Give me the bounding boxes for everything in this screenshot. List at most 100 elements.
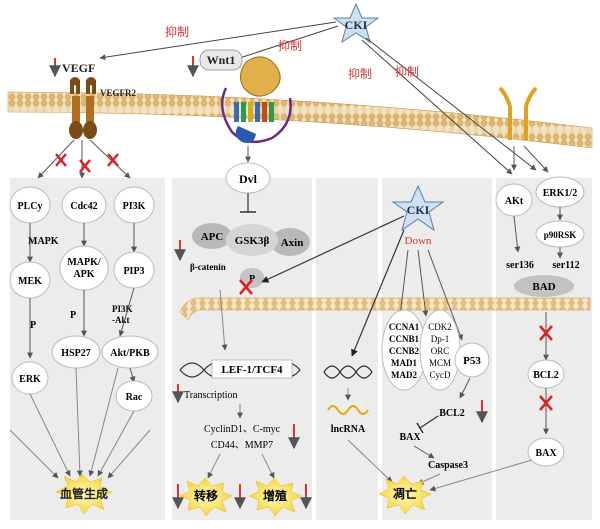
- erk-to-outcome-arrow: [29, 393, 71, 477]
- side-left-to-outcome-arrow: [9, 429, 59, 479]
- panel-lncrna-bg: [316, 178, 378, 520]
- gene-cdk2: CDK2: [428, 322, 452, 332]
- gene-mad1: MAD1: [391, 358, 417, 368]
- wnt1-badge: [199, 49, 243, 71]
- node-erk12: ERK1/2: [535, 176, 585, 208]
- down-label: Down: [405, 235, 432, 247]
- cki-to-lncrna-arrow: [351, 229, 405, 357]
- apoptosis-label: 凋亡: [393, 486, 417, 501]
- axin-label: Axin: [281, 237, 304, 249]
- targets-to-proliferation-arrow: [261, 453, 275, 479]
- pip3-to-akt-arrow: [118, 287, 135, 337]
- cki-label: CKI: [345, 18, 368, 32]
- p-mid-label: P: [70, 310, 76, 321]
- pi3k-akt-label-2: -Akt: [112, 315, 130, 325]
- receptor-to-erk-arrow: [523, 145, 549, 173]
- gene-ccna1: CCNA1: [389, 322, 420, 332]
- bcatenin-label: β-catenin: [190, 262, 226, 272]
- pip3-label: PIP3: [123, 266, 144, 277]
- lncrna-to-apoptosis-arrow: [347, 439, 393, 483]
- inhibit-label-2: 抑制: [278, 38, 302, 53]
- dvl-binding-icon: [235, 126, 256, 143]
- akt-to-outcome-arrow: [88, 367, 119, 477]
- vegfr2-label: VEGFR2: [100, 88, 137, 98]
- gene-cycd: CycD: [430, 370, 451, 380]
- bcl2-inhibit-line: [419, 415, 439, 429]
- ser112-label: ser112: [552, 260, 579, 271]
- node-akt-pkb: Akt/PKB: [101, 335, 159, 369]
- plcy-label: PLCy: [18, 201, 43, 212]
- bax-to-caspase-arrow: [413, 445, 435, 459]
- hsp27-to-outcome-arrow: [75, 367, 83, 477]
- node-cdc42: Cdc42: [61, 186, 107, 224]
- vegf-ligand-icon-2: [86, 77, 96, 94]
- node-p90rsk: p90RSK: [535, 220, 585, 248]
- erk12-label: ERK1/2: [543, 188, 577, 199]
- vegfr2-receptor-icon-2: [86, 96, 94, 122]
- ser136-label: ser136: [506, 260, 534, 271]
- down-to-cdk2-arrow: [417, 249, 429, 317]
- node-plcy: PLCy: [9, 186, 51, 224]
- caspase3-label: Caspase3: [428, 460, 468, 471]
- bad-bubble-icon: [514, 275, 574, 297]
- targets-label-1: CyclinD1、C-myc: [204, 424, 281, 435]
- rac-label: Rac: [126, 392, 143, 403]
- block-x-icon: [55, 153, 119, 173]
- lef-box: [211, 359, 293, 379]
- lncrna-dna-icon: [323, 365, 373, 379]
- gene-mcm: MCM: [429, 358, 451, 368]
- node-mapk-apk: MAPK/ APK: [59, 245, 109, 291]
- node-p53: P53: [454, 342, 490, 378]
- bax-label: BAX: [399, 432, 421, 443]
- akt-label: AKt: [505, 196, 524, 207]
- bcl2-right-label: BCL2: [533, 370, 559, 381]
- node-rac: Rac: [115, 380, 153, 412]
- pi3k-akt-label-1: PI3K: [112, 304, 133, 314]
- rac-to-outcome-arrow: [97, 410, 135, 477]
- lrp-receptor-icon: [240, 56, 281, 97]
- transcription-label: Transcription: [184, 390, 238, 401]
- wnt1-label: Wnt1: [207, 53, 236, 67]
- gene-ccnb1: CCNB1: [389, 334, 420, 344]
- apoptosis-burst-icon: [378, 475, 432, 515]
- proliferation-burst-icon: [248, 477, 302, 517]
- lncrna-label: lncRNA: [331, 424, 366, 435]
- mapk-apk-label-1: MAPK/: [67, 257, 101, 268]
- dvl-label: Dvl: [239, 172, 258, 186]
- akt-receptor-icon: [508, 106, 528, 140]
- cell-cycle-genes-mid: CDK2 Dp-1 ORC MCM CycD: [419, 309, 461, 391]
- gene-ccnb2: CCNB2: [389, 346, 420, 356]
- p-left-label: P: [30, 320, 36, 331]
- node-bax-right: BAX: [527, 437, 565, 467]
- cki-star-icon-2: [391, 184, 445, 232]
- node-pip3: PIP3: [113, 251, 155, 289]
- proliferation-label: 增殖: [263, 488, 287, 503]
- apc-label: APC: [201, 231, 224, 243]
- down-to-p53-arrow: [427, 249, 463, 341]
- node-hsp27: HSP27: [51, 335, 101, 369]
- gene-mad2: MAD2: [391, 370, 417, 380]
- akt-to-rac-arrow: [129, 367, 136, 383]
- vegfr-to-plcy-arrow: [37, 139, 75, 179]
- destruction-complex: APC GSK3β Axin: [192, 223, 310, 256]
- vegfr2-receptor-icon: [72, 96, 80, 122]
- cki-to-pathway-arrow: [261, 215, 405, 283]
- inhibit-label-1: 抑制: [165, 24, 189, 39]
- inhibit-label-4: 抑制: [395, 64, 419, 79]
- bcl2-label: BCL2: [439, 408, 465, 419]
- vegf-label: VEGF: [62, 61, 95, 75]
- phospho-bubble-icon: [240, 268, 264, 288]
- node-akt: AKt: [495, 183, 533, 217]
- vegfr-to-pi3k-arrow: [89, 139, 131, 179]
- metastasis-label: 转移: [194, 488, 218, 503]
- gene-dp1: Dp-1: [431, 334, 450, 344]
- vegfr2-kinase-icon-2: [83, 121, 97, 139]
- phospho-p-label: P: [249, 274, 255, 285]
- node-erk: ERK: [11, 361, 49, 395]
- cki-label-2: CKI: [407, 203, 430, 217]
- inhibit-label-3: 抑制: [348, 66, 372, 81]
- p53-label: P53: [463, 355, 481, 367]
- frizzled-helix-icon: [234, 102, 274, 122]
